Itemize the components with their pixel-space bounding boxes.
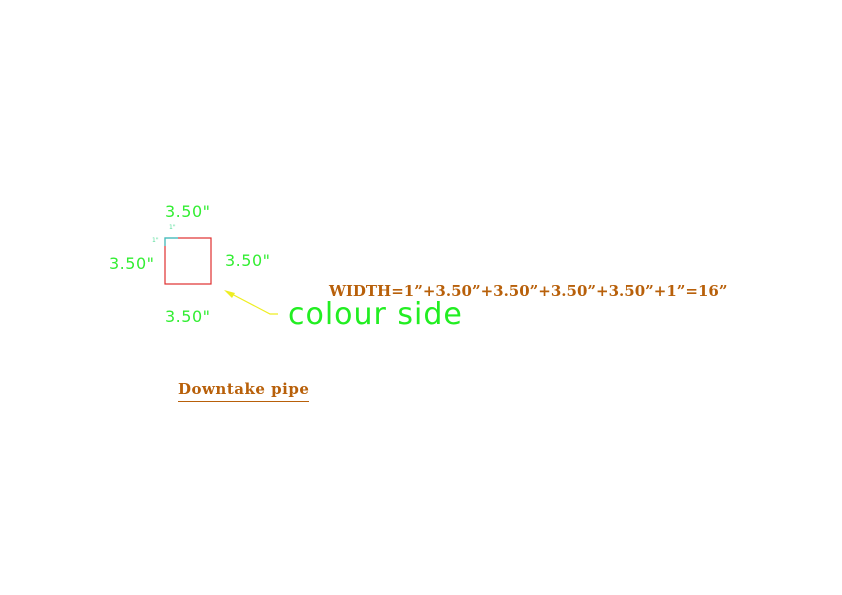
- dimension-top: 3.50": [165, 202, 211, 221]
- dimension-bottom: 3.50": [165, 307, 211, 326]
- drawing-title: Downtake pipe: [178, 380, 310, 402]
- width-formula: WIDTH=1”+3.50”+3.50”+3.50”+3.50”+1”=16”: [329, 282, 728, 300]
- pipe-section-square: [164, 237, 212, 285]
- callout-leader-line: [227, 291, 278, 315]
- dimension-flap-top: 1": [169, 224, 176, 231]
- colour-side-label: colour side: [288, 297, 463, 332]
- dimension-flap-left: 1": [152, 237, 159, 244]
- dimension-right: 3.50": [225, 251, 271, 270]
- dimension-left: 3.50": [109, 254, 155, 273]
- callout-arrowhead: [224, 290, 235, 298]
- overlap-flap: [164, 237, 178, 246]
